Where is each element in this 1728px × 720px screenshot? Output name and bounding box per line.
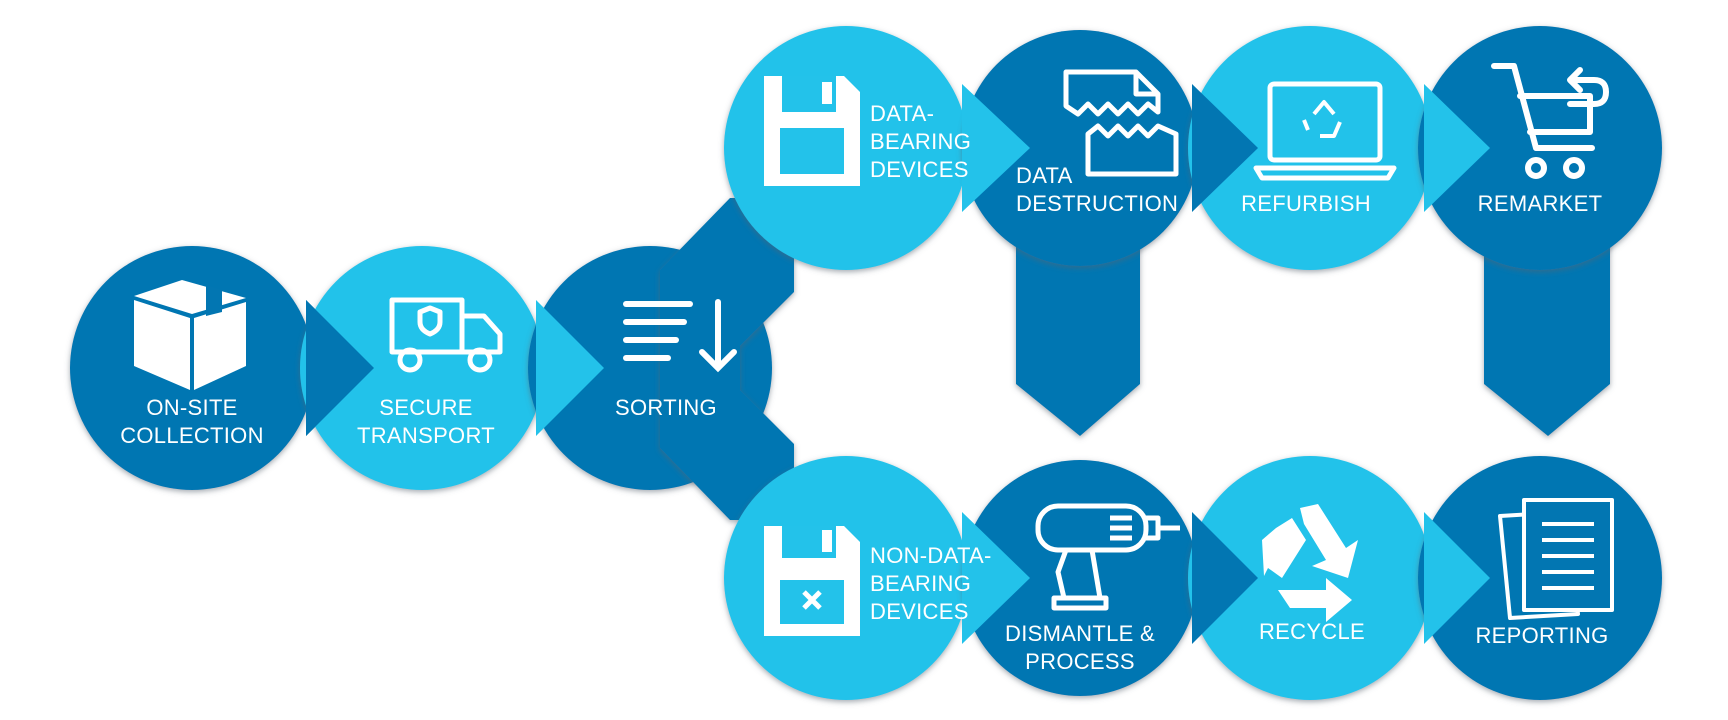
label-data-bearing-devices: DATA- BEARING DEVICES (870, 100, 971, 184)
step-onsite-collection (70, 246, 314, 490)
step-remarket (1418, 26, 1662, 436)
floppy-disk-icon (764, 76, 860, 186)
label-remarket: REMARKET (1478, 190, 1603, 218)
label-line: BEARING (870, 571, 972, 596)
label-line: DATA- (870, 101, 935, 126)
floppy-disk-x-icon (764, 526, 860, 636)
label-secure-transport: SECURE TRANSPORT (357, 394, 495, 450)
step-secure-transport (300, 246, 544, 490)
documents-icon (1498, 498, 1614, 620)
label-line: ON-SITE (146, 395, 238, 420)
label-line: RECYCLE (1258, 619, 1366, 644)
label-line: SORTING (615, 395, 717, 420)
step-dismantle-process (962, 460, 1198, 696)
truck-icon (389, 297, 503, 373)
shopping-cart-return-icon (1491, 63, 1609, 179)
sort-icon (623, 299, 737, 373)
step-recycle (1188, 456, 1432, 700)
label-line: REFURBISH (1241, 191, 1371, 216)
label-line: DATA (1016, 163, 1073, 188)
drill-icon (1035, 503, 1180, 611)
step-data-destruction (962, 30, 1198, 436)
label-onsite-collection: ON-SITE COLLECTION (120, 394, 264, 450)
shredded-document-icon (1063, 69, 1179, 177)
label-reporting: REPORTING (1475, 622, 1608, 650)
label-sorting: SORTING (615, 394, 717, 422)
label-line: SECURE (379, 395, 473, 420)
label-refurbish: REFURBISH (1241, 190, 1371, 218)
label-line: DEVICES (870, 599, 969, 624)
label-line: BEARING (870, 129, 972, 154)
label-line: REPORTING (1475, 623, 1609, 648)
label-line: PROCESS (1025, 649, 1135, 674)
label-dismantle-process: DISMANTLE & PROCESS (1005, 620, 1155, 676)
box-icon (134, 280, 246, 390)
label-line: DEVICES (870, 157, 969, 182)
label-data-destruction: DATA DESTRUCTION (1016, 162, 1178, 218)
label-non-data-bearing-devices: NON-DATA- BEARING DEVICES (870, 542, 992, 626)
step-refurbish (1188, 26, 1432, 270)
label-line: REMARKET (1477, 191, 1603, 216)
label-line: COLLECTION (120, 423, 264, 448)
label-line: TRANSPORT (357, 423, 495, 448)
label-line: DISMANTLE & (1005, 621, 1155, 646)
label-line: NON-DATA- (870, 543, 992, 568)
recycle-icon (1262, 504, 1358, 622)
laptop-recycle-icon (1253, 81, 1397, 181)
label-recycle: RECYCLE (1259, 618, 1365, 646)
label-line: DESTRUCTION (1016, 191, 1179, 216)
